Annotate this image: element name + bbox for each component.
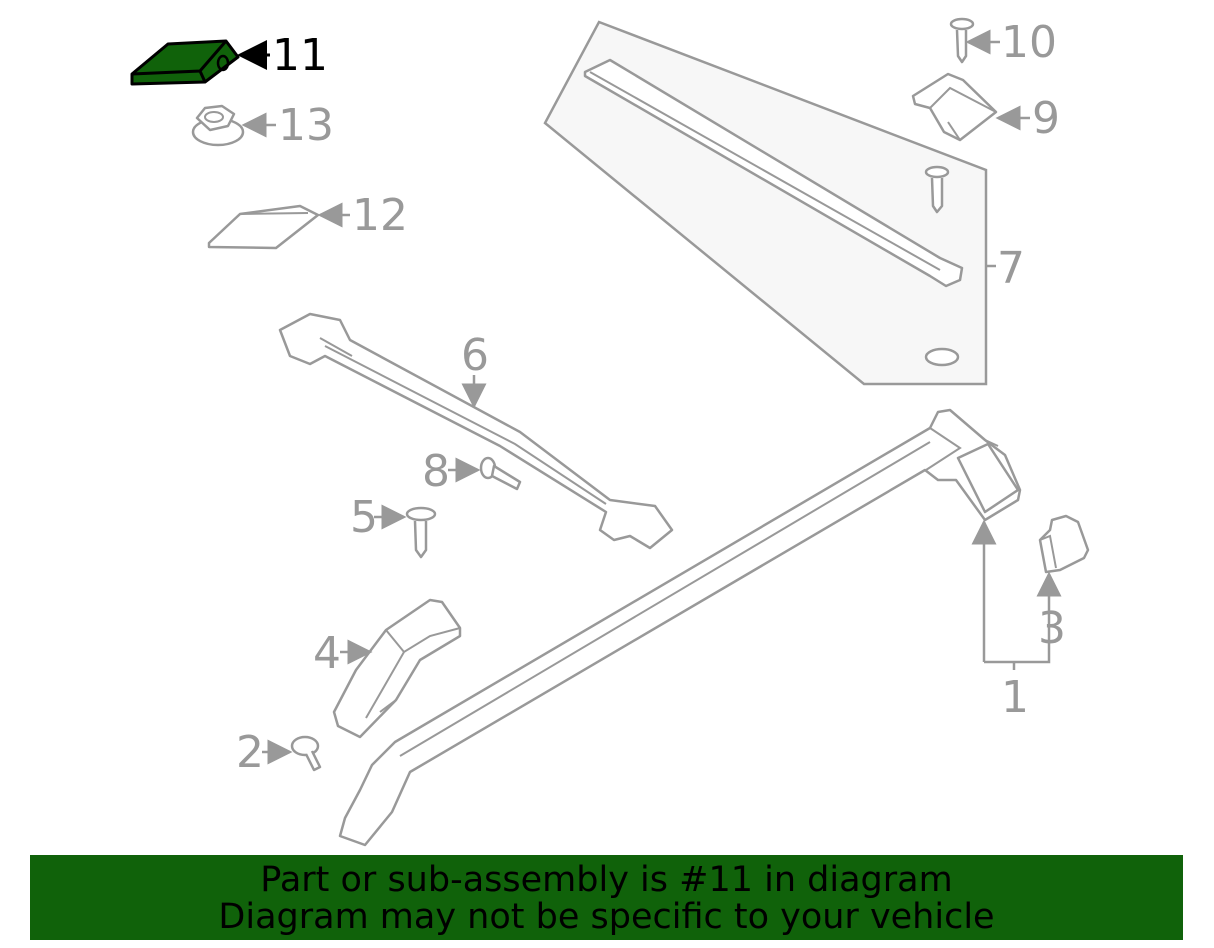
part-5-screw[interactable] [374, 504, 437, 559]
callout-12: 12 [352, 190, 408, 241]
callout-11: 11 [272, 30, 328, 81]
banner-line-2: Diagram may not be specific to your vehi… [218, 897, 995, 937]
part-4-end-cover[interactable] [332, 598, 462, 739]
callout-5: 5 [350, 492, 378, 543]
callout-4: 4 [313, 628, 341, 679]
part-8-bolt[interactable] [448, 456, 522, 491]
part-1-side-rail[interactable] [338, 408, 1051, 847]
part-11-highlighted[interactable] [130, 39, 270, 86]
callout-6: 6 [461, 330, 489, 381]
banner-line-1: Part or sub-assembly is #11 in diagram [260, 860, 953, 900]
part-9-bracket[interactable] [911, 72, 1030, 142]
info-banner: Part or sub-assembly is #11 in diagram D… [30, 855, 1183, 940]
part-2-plug[interactable] [262, 735, 322, 772]
callout-7: 7 [997, 243, 1025, 294]
callout-2: 2 [236, 727, 264, 778]
callout-10: 10 [1001, 17, 1057, 68]
callout-9: 9 [1032, 93, 1060, 144]
part-13-nut[interactable] [191, 104, 276, 147]
part-7-crossbar-assembly[interactable] [543, 20, 996, 386]
callout-1: 1 [1001, 672, 1029, 723]
part-10-screw[interactable] [949, 17, 1000, 64]
part-3-end-cap[interactable] [1036, 514, 1090, 604]
callout-3: 3 [1038, 603, 1066, 654]
part-12-pad[interactable] [207, 202, 350, 250]
callout-8: 8 [422, 446, 450, 497]
part-6-crossbar[interactable] [278, 312, 674, 550]
callout-13: 13 [278, 100, 334, 151]
